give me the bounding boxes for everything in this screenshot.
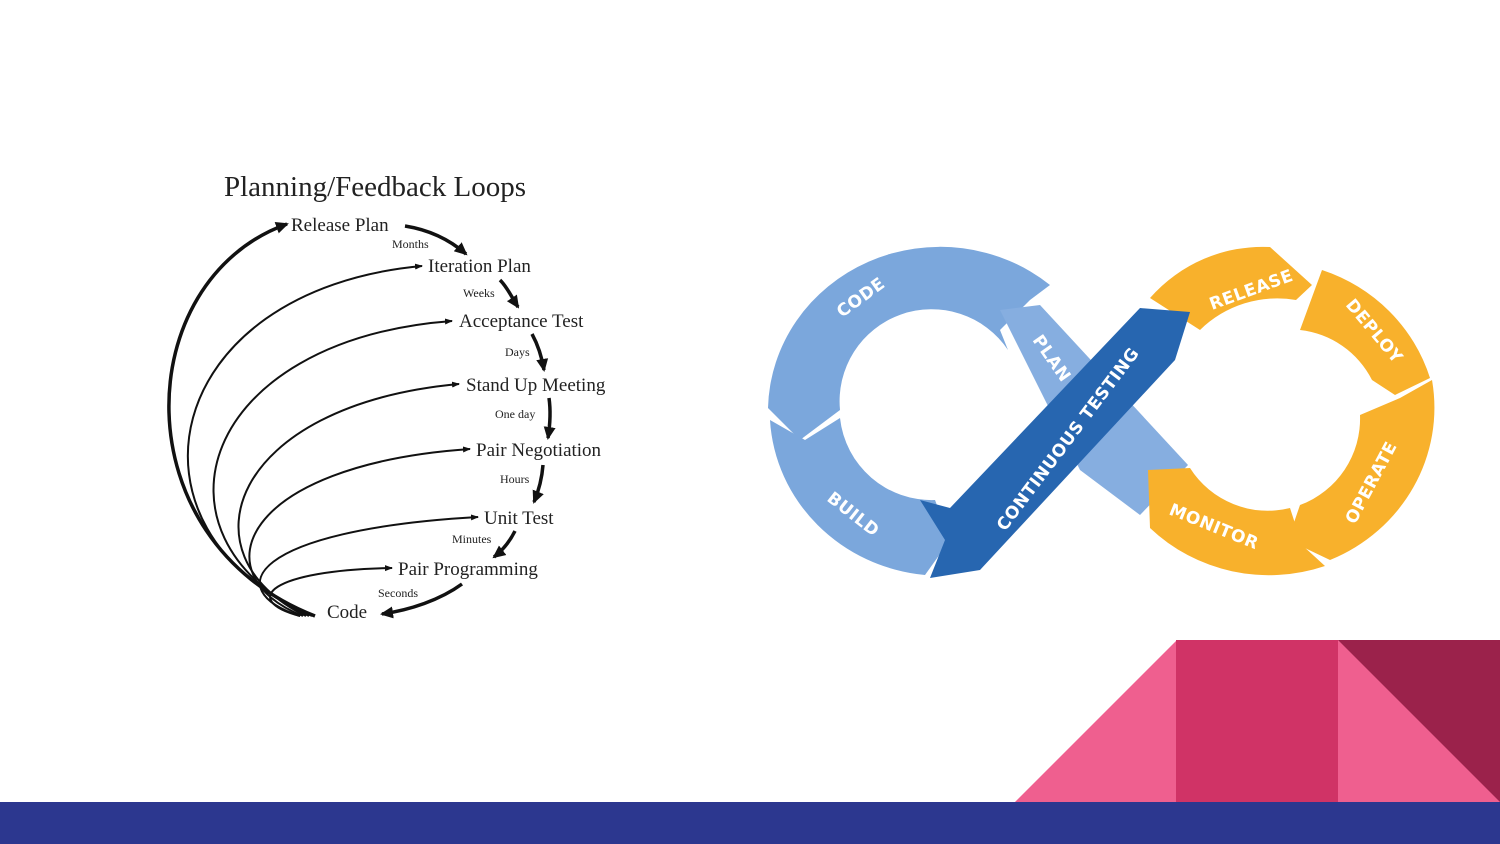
duration-weeks: Weeks — [463, 286, 495, 300]
segment-release — [1150, 246, 1312, 330]
arrow-pairneg-to-unittest — [532, 464, 545, 504]
node-iteration-plan: Iteration Plan — [428, 256, 531, 277]
decor-pink-wedge — [1338, 640, 1500, 802]
segment-build — [770, 418, 950, 575]
segment-monitor — [1148, 468, 1325, 576]
node-stand-up-meeting: Stand Up Meeting — [466, 375, 606, 396]
level-arrows — [380, 224, 556, 619]
arrow-unittest-to-pairprog — [492, 530, 517, 559]
arrow-standup-to-pairneg — [543, 397, 556, 440]
arrow-iteration-to-acceptance — [498, 278, 520, 309]
arrow-release-to-iteration — [404, 224, 468, 256]
node-release-plan: Release Plan — [291, 215, 389, 236]
arc-pair-negotiation — [248, 446, 471, 617]
duration-hours: Hours — [500, 472, 530, 486]
arc-pair-programming — [269, 565, 393, 617]
node-unit-test: Unit Test — [484, 508, 554, 529]
arc-acceptance-test — [212, 318, 453, 617]
segment-continuous-testing — [920, 308, 1190, 578]
decor-magenta-block — [1176, 640, 1339, 802]
planning-feedback-diagram: Planning/Feedback Loops Release Plan Ite… — [167, 171, 606, 623]
feedback-arcs — [167, 222, 479, 618]
arc-stand-up-meeting — [237, 381, 460, 617]
segment-code — [768, 246, 1050, 440]
segment-deploy — [1300, 270, 1430, 395]
segment-operate — [1288, 380, 1435, 560]
arc-iteration-plan — [186, 263, 423, 617]
footer-bar — [0, 802, 1500, 844]
node-pair-programming: Pair Programming — [398, 559, 538, 580]
arrow-pairprog-to-code — [380, 582, 464, 619]
node-pair-negotiation: Pair Negotiation — [476, 440, 602, 461]
duration-days: Days — [505, 345, 530, 359]
arc-release-plan — [167, 222, 316, 618]
decor-pink-triangle — [1015, 640, 1177, 802]
arrow-acceptance-to-standup — [530, 333, 549, 372]
planning-title: Planning/Feedback Loops — [224, 171, 526, 203]
duration-minutes: Minutes — [452, 532, 492, 546]
duration-months: Months — [392, 237, 429, 251]
node-acceptance-test: Acceptance Test — [459, 311, 584, 332]
decor-corner — [1015, 640, 1500, 802]
duration-one-day: One day — [495, 407, 535, 421]
duration-seconds: Seconds — [378, 586, 418, 600]
node-code: Code — [327, 602, 367, 623]
devops-infinity-diagram: CODE BUILD PLAN CONTINUOUS TESTING RELEA… — [768, 246, 1435, 578]
